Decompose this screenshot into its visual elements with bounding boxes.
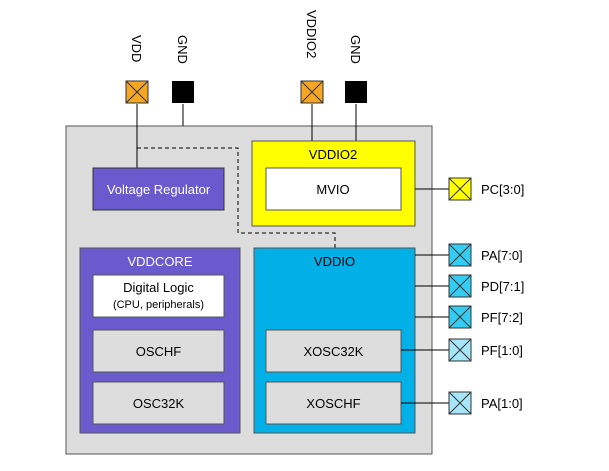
mvio-block [265, 167, 402, 211]
voltage-regulator-block [92, 167, 225, 211]
vdd-dashed-route [137, 147, 336, 248]
vdd-pin [125, 80, 149, 104]
pf-hi-pin [448, 305, 472, 329]
gnd-pin-label-1: GND [175, 35, 190, 64]
vddcore-domain-label: VDDCORE [127, 254, 192, 269]
pf-hi-pin-label: PF[7:2] [481, 310, 523, 325]
gnd-pin-2 [345, 81, 367, 103]
pd-pin [448, 274, 472, 298]
oschf-label: OSCHF [136, 344, 182, 359]
pa-lo-pin [448, 391, 472, 415]
vddio2-pin-label: VDDIO2 [304, 10, 319, 58]
xoschf-label: XOSCHF [306, 396, 360, 411]
osc32k-label: OSC32K [133, 396, 185, 411]
pf-lo-pin [448, 338, 472, 362]
pc-pin-label: PC[3:0] [481, 182, 524, 197]
osc32k-block [92, 381, 225, 425]
gnd-pin-label-2: GND [348, 35, 363, 64]
oschf-block [92, 329, 225, 373]
xosc32k-block [265, 329, 402, 373]
pa-lo-pin-label: PA[1:0] [481, 396, 523, 411]
pd-pin-label: PD[7:1] [481, 279, 524, 294]
xosc32k-label: XOSC32K [304, 344, 364, 359]
digital-logic-sublabel: (CPU, peripherals) [113, 299, 204, 311]
digital-logic-label: Digital Logic [123, 280, 194, 295]
gnd-pin-1 [172, 81, 194, 103]
voltage-regulator-label: Voltage Regulator [107, 182, 211, 197]
mvio-label: MVIO [316, 182, 349, 197]
vddio2-pin [300, 80, 324, 104]
vddio-domain-label: VDDIO [314, 254, 355, 269]
xoschf-block [265, 381, 402, 425]
pc-pin [448, 177, 472, 201]
vddio2-domain-label: VDDIO2 [309, 147, 357, 162]
digital-logic-block [92, 274, 225, 318]
vdd-pin-label: VDD [129, 35, 144, 62]
pa-hi-pin-label: PA[7:0] [481, 248, 523, 263]
pa-hi-pin [448, 243, 472, 267]
pf-lo-pin-label: PF[1:0] [481, 343, 523, 358]
